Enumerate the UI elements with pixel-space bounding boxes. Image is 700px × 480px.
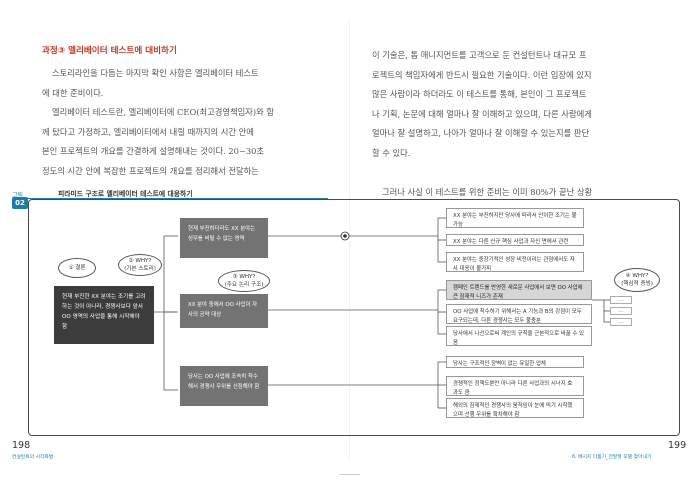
evidence-box-5: OO 사업에 착수하기 위해서는 A 기능과 B의 강점이 모두 요구되는데, … <box>446 304 592 324</box>
left-paragraph-line: 본인 프로젝트의 개요를 간결하게 설명해내는 것이다. 20~30초 <box>42 146 265 156</box>
focus-marker <box>340 231 350 241</box>
why-oval-key-evidence: ④ WHY? (핵심적 증빙) <box>614 268 660 292</box>
sub-evidence-box: … <box>610 307 632 315</box>
evidence-box-4: 캠페인 트렌드를 반영한 새로운 사업에서 보면 OO 사업에 큰 잠재적 니즈… <box>446 280 592 300</box>
running-footer-right: 6. 메시지 다듬기_전달할 모델 찾아내기 <box>572 455 652 460</box>
page-number-right: 199 <box>668 440 687 451</box>
evidence-box-3: XX 분야는 중장기적인 성장 비전이라는 관점에서도 자사 대응이 불가피 <box>446 252 584 272</box>
left-paragraph-line: 엘리베이터 테스트란, 엘리베이터에 CEO(최고경영책임자)와 함 <box>52 107 275 117</box>
left-body-text: 스토리라인을 다듬는 마지막 확인 사항은 엘리베이터 테스트 에 대한 준비이… <box>42 64 327 181</box>
left-paragraph-line: 께 탔다고 가정하고, 엘리베이터에서 내릴 때까지의 시간 안에 <box>42 126 254 137</box>
sub-evidence-box: … <box>610 318 632 326</box>
reason-box-1: 현재 부진하더라도 XX 분야는 성무를 버릴 수 없는 영역 <box>180 218 268 258</box>
evidence-box-9: 해외의 잠재적인 경쟁사의 움직임이 눈에 띄기 시작했으며 선행 우위를 확차… <box>446 398 584 418</box>
left-paragraph-line: 정도의 시간 안에 복잡한 프로젝트의 개요를 정리해서 전달하는 <box>42 165 259 176</box>
left-paragraph-line: 스토리라인을 다듬는 마지막 확인 사항은 엘리베이터 테스트 <box>52 68 259 78</box>
evidence-box-8: 경쟁적인 정책도뿐만 아니라 다른 사업과의 시너지 효과도 큼 <box>446 376 584 396</box>
right-body-text: 이 기술은, 톱 매니지먼트를 고객으로 둔 컨설턴트나 대규모 프 로젝트의 … <box>372 46 662 202</box>
right-paragraph-line: 로젝트의 책임자에게 반드시 필요한 기술이다. 이런 입장에 있지 <box>372 69 592 80</box>
right-paragraph-line: 않은 사람이라 하더라도 이 테스트를 통해, 본인이 그 프로젝트 <box>372 89 587 99</box>
left-paragraph-line: 에 대한 준비이다. <box>42 87 104 98</box>
conclusion-box: 현재 부진한 XX 분야는 조기를 고려하는 것이 아니라, 경쟁사보다 앞서 … <box>54 286 154 344</box>
page-number-left: 198 <box>12 440 31 451</box>
reason-box-3: 당사는 OO 사업에 조속히 착수해서 경쟁사 우위를 선점해야 함 <box>180 366 268 406</box>
sub-evidence-box: … <box>610 296 632 304</box>
evidence-box-1: XX 분야는 부진하지만 당사에 따라서 안이한 조기는 불가능 <box>446 208 584 228</box>
figure-title: 피라미드 구조로 엘리베이터 테스트에 대응하기 <box>58 190 193 198</box>
evidence-box-7: 당사는 구조적인 장벽이 없는 유일한 업체 <box>446 356 584 368</box>
right-paragraph-line: 할 수 있다. <box>372 147 411 158</box>
conclusion-oval: ① 결론 <box>58 258 96 278</box>
why-oval-basic-story: ② WHY? (기본 스토리) <box>118 254 162 276</box>
right-paragraph-line: 나 기획, 논문에 대해 얼마나 잘 이해하고 있으며, 다른 사람에게 <box>372 108 592 119</box>
figure-tag: 그림 <box>12 192 24 199</box>
reason-box-2: XX 분야 중에서 OO 사업이 자사의 공략 대상 <box>180 294 268 328</box>
figure-frame <box>28 199 680 436</box>
why-oval-main-logic: ③ WHY? (주요 논리 구조) <box>218 270 270 292</box>
evidence-box-2: XX 분야는 다른 신규 핵심 사업과 자신 면에서 관련 <box>446 234 584 246</box>
figure-number: 02 <box>12 197 28 209</box>
right-paragraph-line: 이 기술은, 톱 매니지먼트를 고객으로 둔 컨설턴트나 대규모 프 <box>372 50 587 60</box>
right-paragraph-line: 그러나 사실 이 테스트를 위한 준비는 이미 80%가 끝난 상황 <box>382 186 593 197</box>
right-paragraph-line: 얼마나 잘 설명하고, 나아가 얼마나 잘 이해할 수 있는지를 판단 <box>372 128 590 138</box>
gutter <box>349 20 350 460</box>
bottom-mark <box>340 474 360 475</box>
running-footer-left: 컨설턴트의 시작화법 <box>12 455 54 460</box>
evidence-box-6: 당사에서 나선으로써 계인의 규칙을 근본적으로 바꿀 수 있음 <box>446 326 592 346</box>
figure-title-rule <box>28 189 328 199</box>
section-heading: 과정③ 엘리베이터 테스트에 대비하기 <box>42 46 177 56</box>
